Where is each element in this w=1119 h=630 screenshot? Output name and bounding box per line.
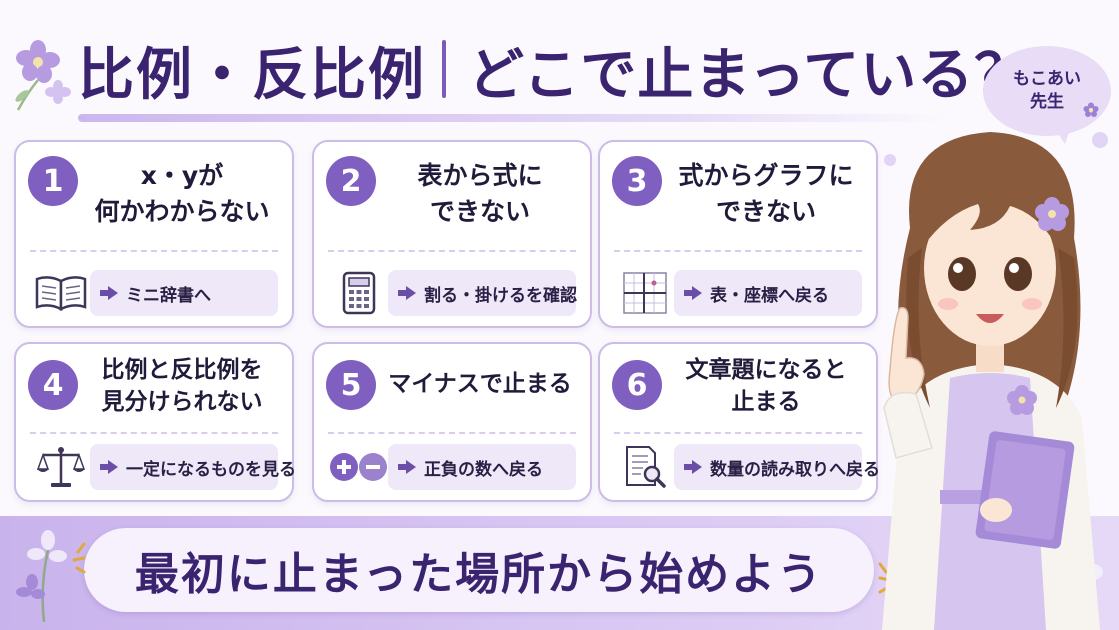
card-number-badge: 2: [326, 156, 376, 206]
card-action-row[interactable]: 割る・掛けるを確認: [328, 268, 577, 318]
teacher-illustration: [882, 132, 1100, 630]
flower-decoration-icon: [15, 40, 71, 111]
page-title-main: 比例・反比例: [78, 43, 426, 108]
card-divider: [30, 250, 278, 252]
teacher-name-line2: 先生: [1030, 92, 1064, 112]
card-6: 6 文章題になると 止まる 数量の読み取りへ戻る: [598, 342, 880, 502]
arrow-right-icon: [100, 286, 118, 300]
card-title-line: 表から式に: [417, 161, 543, 190]
card-title: 比例と反比例を 見分けられない: [78, 354, 286, 418]
graph-grid-icon: [614, 268, 676, 318]
action-label: 正負の数へ戻る: [424, 459, 543, 480]
balance-scale-icon: [30, 442, 92, 492]
card-divider: [30, 432, 278, 434]
document-search-icon: [614, 442, 676, 492]
banner-message: 最初に止まった場所から始めよう: [84, 528, 874, 612]
card-title-line: 比例と反比例を: [101, 357, 263, 383]
flower-decoration-icon: [16, 530, 67, 622]
card-divider: [328, 250, 576, 252]
card-title-line: x・yが: [140, 161, 224, 190]
card-action-row[interactable]: 表・座標へ戻る: [614, 268, 862, 318]
page-title-sub: どこで止まっている？: [468, 43, 1032, 108]
card-title-line: 止まる: [731, 389, 801, 416]
arrow-right-icon: [684, 286, 702, 300]
action-pill[interactable]: 一定になるものを見る: [90, 444, 296, 490]
card-number-badge: 3: [612, 156, 662, 206]
action-label: 数量の読み取りへ戻る: [710, 459, 880, 480]
action-label: 一定になるものを見る: [126, 459, 296, 480]
teacher-name-bubble: もこあい 先生: [983, 46, 1111, 144]
arrow-right-icon: [100, 460, 118, 474]
card-2: 2 表から式に できない 割る・掛けるを確認: [312, 140, 592, 328]
card-title-line: 何かわからない: [94, 197, 270, 227]
card-1: 1 x・yが 何かわからない ミニ辞書へ: [14, 140, 294, 328]
card-divider: [614, 432, 862, 434]
title-separator: [442, 40, 446, 98]
action-pill[interactable]: 正負の数へ戻る: [388, 444, 576, 490]
action-pill[interactable]: 表・座標へ戻る: [674, 270, 862, 316]
card-title-line: できない: [715, 197, 816, 227]
card-4: 4 比例と反比例を 見分けられない 一定になるものを見る: [14, 342, 296, 502]
action-label: ミニ辞書へ: [126, 285, 211, 306]
card-title-line: マイナスで止まる: [388, 371, 572, 397]
card-action-row[interactable]: ミニ辞書へ: [30, 268, 278, 318]
action-pill[interactable]: 数量の読み取りへ戻る: [674, 444, 880, 490]
decor-dot: [884, 154, 896, 166]
arrow-right-icon: [398, 286, 416, 300]
card-title: 文章題になると 止まる: [662, 354, 870, 418]
action-label: 割る・掛けるを確認: [424, 285, 577, 306]
plus-minus-icon: [328, 442, 390, 492]
card-title-line: 文章題になると: [685, 357, 847, 383]
card-number-badge: 6: [612, 360, 662, 410]
title-row: 比例・反比例 どこで止まっている？: [0, 0, 1119, 122]
calculator-icon: [328, 268, 390, 318]
card-title: マイナスで止まる: [376, 368, 584, 400]
teacher-name-line1: もこあい: [1013, 69, 1081, 90]
card-title: x・yが 何かわからない: [78, 158, 286, 231]
action-pill[interactable]: 割る・掛けるを確認: [388, 270, 577, 316]
action-pill[interactable]: ミニ辞書へ: [90, 270, 278, 316]
card-title-line: 見分けられない: [101, 389, 263, 416]
card-number-badge: 5: [326, 360, 376, 410]
sparkle-icon: [72, 542, 86, 574]
arrow-right-icon: [398, 460, 416, 474]
card-title-line: 式からグラフに: [678, 161, 854, 190]
card-5: 5 マイナスで止まる 正負の数へ戻る: [312, 342, 592, 502]
decor-dot: [1092, 132, 1108, 148]
card-3: 3 式からグラフに できない 表・座標へ戻る: [598, 140, 878, 328]
card-action-row[interactable]: 一定になるものを見る: [30, 442, 296, 492]
card-number-badge: 4: [28, 360, 78, 410]
card-divider: [328, 432, 576, 434]
small-flower-icon: [1083, 102, 1099, 117]
action-label: 表・座標へ戻る: [710, 285, 829, 306]
card-title: 表から式に できない: [376, 158, 584, 231]
card-action-row[interactable]: 数量の読み取りへ戻る: [614, 442, 880, 492]
card-divider: [614, 250, 862, 252]
open-book-icon: [30, 268, 92, 318]
card-title-line: できない: [429, 197, 530, 227]
arrow-right-icon: [684, 460, 702, 474]
card-number-badge: 1: [28, 156, 78, 206]
card-title: 式からグラフに できない: [662, 158, 870, 231]
card-action-row[interactable]: 正負の数へ戻る: [328, 442, 576, 492]
title-underline: [78, 114, 948, 122]
